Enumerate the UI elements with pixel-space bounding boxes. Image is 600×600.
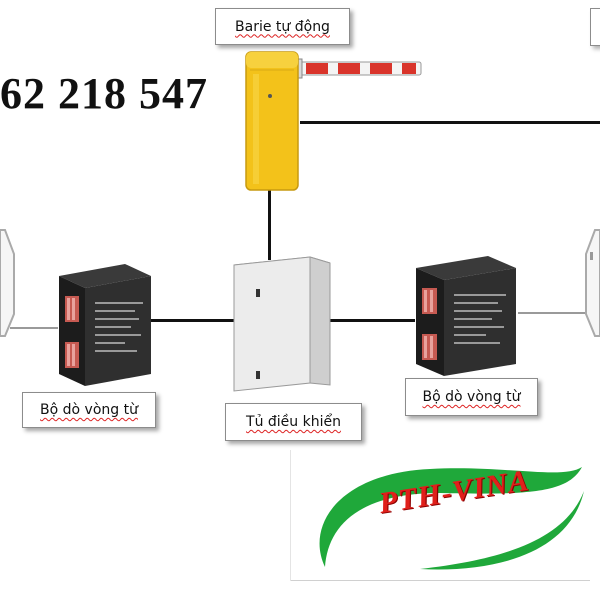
wire-left-detector-cabinet (150, 319, 235, 322)
wire-barrier-right (300, 121, 600, 124)
right-detector-label: Bộ dò vòng từ (405, 378, 538, 416)
wire-cabinet-right-detector (330, 319, 415, 322)
phone-number: 62 218 547 (0, 69, 208, 118)
wire-barrier-cabinet (268, 190, 271, 260)
left-detector-label: Bộ dò vòng từ (22, 392, 156, 428)
logo-frame-bottom (290, 580, 590, 581)
cabinet-label: Tủ điều khiển (225, 403, 362, 441)
logo-frame-left (290, 450, 291, 581)
control-cabinet-icon (233, 256, 331, 392)
sensor-loop-icon (585, 229, 600, 337)
loop-detector-icon (416, 256, 516, 376)
barrier-label: Barie tự động (215, 8, 350, 45)
loop-detector-icon (59, 264, 151, 386)
pth-vina-logo (319, 467, 584, 570)
barrier-gate-icon (245, 51, 422, 191)
wire-left-loop (10, 327, 58, 329)
sensor-loop-icon (0, 229, 15, 337)
partial-box-top-right (590, 8, 600, 46)
wire-right-loop (518, 312, 588, 314)
